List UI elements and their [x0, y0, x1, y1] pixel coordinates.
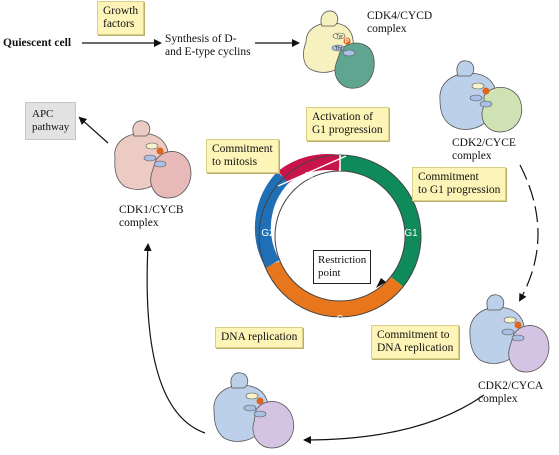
- restriction-point-box: Restriction point: [313, 250, 372, 284]
- cdk2-cyce-complex: [439, 60, 523, 133]
- arrow-cdk2e-to-cdk2a: [519, 164, 539, 302]
- thr-label: Thr: [335, 46, 343, 52]
- commit-mitosis-note: Commitment to mitosis: [206, 139, 279, 173]
- synthesis-cyclins-label: Synthesis of D- and E-type cyclins: [165, 33, 251, 58]
- cdk1-cycb-label: CDK1/CYCB complex: [119, 204, 184, 229]
- phase-arc-s: [265, 260, 404, 317]
- restriction-point-marker: [376, 278, 386, 288]
- bottom-cdk-cyclin-complex: [213, 372, 295, 449]
- phospho-label: P: [345, 39, 349, 45]
- cell-cycle-ring: M G1 S G2: [254, 153, 422, 325]
- apc-pathway-box: APC pathway: [25, 102, 77, 140]
- cdk4-cycd-complex: [303, 10, 375, 89]
- residue-labels: Tyr Thr P: [335, 34, 349, 52]
- growth-factors-note: Growth factors: [97, 1, 145, 35]
- activation-g1-note: Activation of G1 progression: [306, 107, 389, 141]
- arrow-cdk2a-to-bottom-complex: [303, 394, 485, 444]
- cdk4-cycd-label: CDK4/CYCD complex: [367, 10, 433, 35]
- phase-label-g1: G1: [404, 228, 418, 239]
- phase-label-g2: G2: [261, 228, 275, 239]
- cdk1-cycb-complex: [114, 120, 192, 199]
- commit-g1-note: Commitment to G1 progression: [412, 167, 507, 201]
- arrow-cdk1-to-apc: [78, 116, 109, 144]
- cdk2-cyca-label: CDK2/CYCA complex: [478, 380, 544, 405]
- arrow-bottom-to-cdk1: [143, 243, 206, 434]
- quiescent-cell-label: Quiescent cell: [3, 37, 72, 49]
- cdk2-cyce-label: CDK2/CYCE complex: [452, 137, 516, 162]
- cdk2-cyca-complex: [469, 294, 550, 373]
- phase-arc-g1: [339, 155, 421, 287]
- tyr-label: Tyr: [336, 34, 343, 40]
- phase-label-m: M: [305, 171, 313, 182]
- commit-dna-replication-note: Commitment to DNA replication: [371, 325, 460, 359]
- dna-replication-note: DNA replication: [215, 327, 304, 348]
- phase-label-s: S: [337, 314, 344, 325]
